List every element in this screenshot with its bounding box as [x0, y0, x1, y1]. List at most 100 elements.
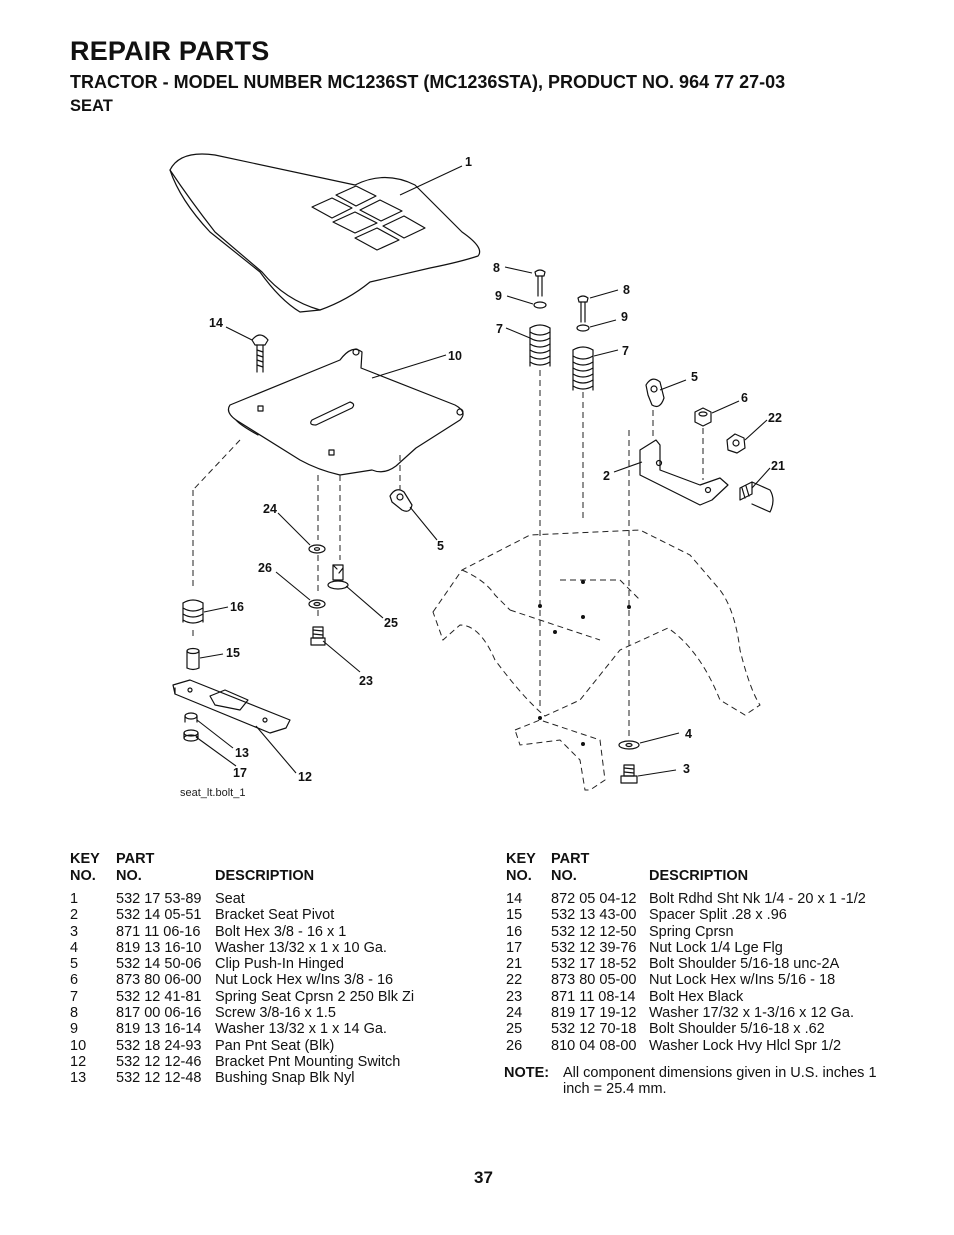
note-label: NOTE: — [504, 1065, 550, 1081]
pivot-bracket-part — [639, 439, 729, 506]
callout-4: 4 — [685, 727, 692, 741]
part-no: 810 04 08-00 — [551, 1037, 637, 1054]
key-no-header-line1: KEY — [70, 851, 100, 867]
callout-7: 7 — [622, 344, 629, 358]
description: Bolt Hex Black — [649, 988, 744, 1005]
key-no: 16 — [506, 923, 523, 940]
carriage-bolt-part — [251, 334, 269, 373]
spacer-15-part — [186, 647, 200, 671]
key-no: 26 — [506, 1037, 523, 1054]
spring-16-part — [182, 599, 204, 624]
part-no: 532 14 05-51 — [116, 907, 202, 924]
part-no: 532 14 50-06 — [116, 956, 202, 973]
callout-1: 1 — [465, 155, 472, 169]
key-no: 7 — [70, 988, 79, 1005]
callout-21: 21 — [771, 459, 785, 473]
switch-bracket-part — [172, 679, 291, 734]
callout-16: 16 — [230, 600, 244, 614]
callout-25: 25 — [384, 616, 398, 630]
description: Bolt Shoulder 5/16-18 unc-2A — [649, 956, 840, 973]
part-no: 871 11 06-16 — [116, 923, 201, 940]
hex-bolt-3-part — [620, 764, 638, 784]
table-row: 21 532 17 18-52 Bolt Shoulder 5/16-18 unc-… — [506, 956, 906, 972]
key-no: 21 — [506, 956, 523, 973]
washer-4-part — [618, 740, 640, 750]
shoulder-bolt-25-part — [327, 564, 349, 590]
callout-9: 9 — [495, 289, 502, 303]
shoulder-bolt-part — [739, 481, 774, 513]
description: Seat — [215, 891, 245, 907]
table-header: KEY NO. PART NO. DESCRIPTION — [70, 851, 460, 885]
description-header: DESCRIPTION — [215, 868, 315, 884]
callout-26: 26 — [258, 561, 272, 575]
page-title: REPAIR PARTS — [70, 36, 270, 66]
part-no: 532 17 53-89 — [116, 891, 202, 907]
description-header: DESCRIPTION — [649, 868, 749, 884]
description: Clip Push-In Hinged — [215, 956, 344, 973]
note: NOTE: All component dimensions given in … — [504, 1065, 904, 1097]
description: Spacer Split .28 x .96 — [649, 907, 787, 924]
table-row: 16 532 12 12-50 Spring Cprsn — [506, 924, 906, 940]
callout-5: 5 — [691, 370, 698, 384]
key-no: 17 — [506, 939, 523, 956]
callout-3: 3 — [683, 762, 690, 776]
key-no: 8 — [70, 1005, 79, 1022]
key-no: 6 — [70, 972, 79, 989]
part-no: 532 12 12-46 — [116, 1053, 202, 1070]
callout-12: 12 — [298, 770, 312, 784]
description: Spring Seat Cprsn 2 250 Blk Zi — [215, 988, 415, 1005]
part-no: 819 13 16-14 — [116, 1021, 202, 1038]
part-no-header-line1: PART — [551, 851, 590, 867]
callout-24: 24 — [263, 502, 277, 516]
description: Washer 13/32 x 1 x 10 Ga. — [215, 939, 387, 956]
part-no: 532 12 12-50 — [551, 923, 637, 940]
part-no-header-line1: PART — [116, 851, 155, 867]
description: Nut Lock Hex w/Ins 5/16 - 18 — [649, 972, 836, 989]
spring-stack-left — [529, 269, 551, 367]
description: Spring Cprsn — [649, 923, 734, 940]
description: Bracket Seat Pivot — [215, 907, 335, 924]
key-no: 10 — [70, 1037, 87, 1054]
part-no: 819 13 16-10 — [116, 939, 202, 956]
description: Bushing Snap Blk Nyl — [215, 1070, 355, 1087]
callout-22: 22 — [768, 411, 782, 425]
part-no: 532 17 18-52 — [551, 956, 637, 973]
callout-7: 7 — [496, 322, 503, 336]
lock-washer-26-part — [308, 599, 326, 609]
callout-17: 17 — [233, 766, 247, 780]
description: Bolt Hex 3/8 - 16 x 1 — [215, 923, 347, 940]
callout-8: 8 — [623, 283, 630, 297]
description: Bracket Pnt Mounting Switch — [215, 1053, 401, 1070]
callout-8: 8 — [493, 261, 500, 275]
key-no-header-line2: NO. — [70, 868, 96, 884]
callout-10: 10 — [448, 349, 462, 363]
callout-13: 13 — [235, 746, 249, 760]
part-no: 873 80 05-00 — [551, 972, 637, 989]
part-no: 532 12 39-76 — [551, 939, 637, 956]
washer-24-part — [308, 544, 326, 554]
description: Washer 13/32 x 1 x 14 Ga. — [215, 1021, 387, 1038]
part-no: 532 18 24-93 — [116, 1037, 202, 1054]
spring-stack-right — [572, 295, 594, 391]
key-no: 9 — [70, 1021, 79, 1038]
clip-right-part — [645, 378, 665, 408]
description: Bolt Rdhd Sht Nk 1/4 - 20 x 1 -1/2 — [649, 891, 866, 907]
key-no-header-line2: NO. — [506, 868, 532, 884]
lock-nut-17-part — [183, 729, 199, 742]
key-no: 15 — [506, 907, 523, 924]
page-number: 37 — [474, 1168, 493, 1187]
callout-6: 6 — [741, 391, 748, 405]
key-no: 23 — [506, 988, 523, 1005]
